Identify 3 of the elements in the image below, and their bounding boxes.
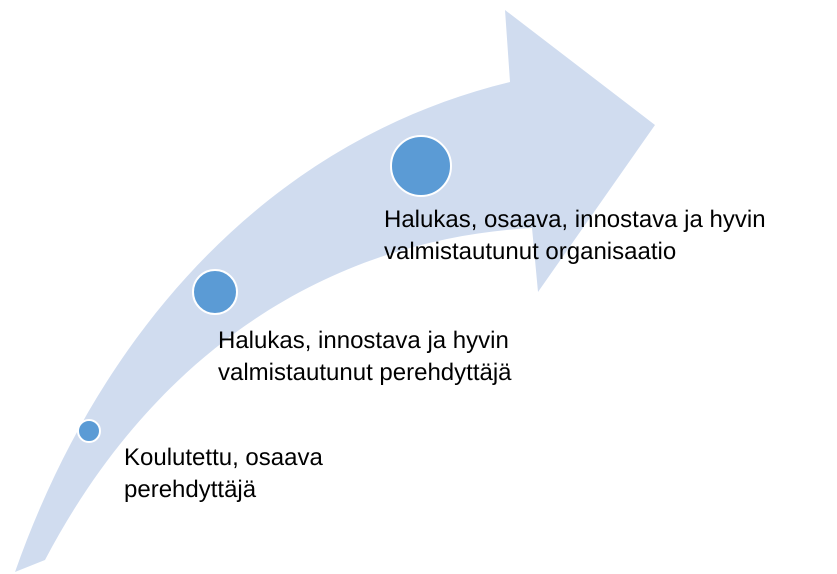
milestone-label: Halukas, osaava, innostava ja hyvin valmistautunut organisaatio <box>384 205 767 267</box>
milestone-label: Halukas, innostava ja hyvin valmistautunut perehdyttäjä <box>218 326 513 388</box>
milestone-label: Koulutettu, osaava perehdyttäjä <box>124 443 324 505</box>
